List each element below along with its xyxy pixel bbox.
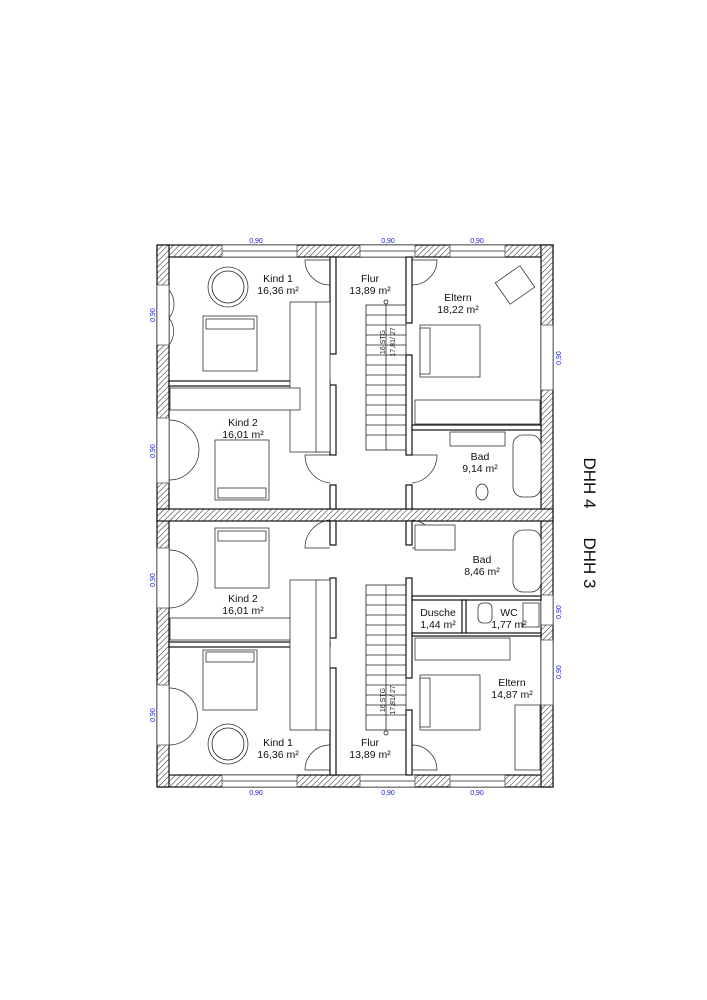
room-area: 16,01 m² bbox=[222, 605, 264, 617]
room-label-eltern-bottom: Eltern 14,87 m² bbox=[491, 677, 533, 701]
furniture-bottom bbox=[169, 524, 542, 771]
dim-label: 0,90 bbox=[470, 238, 484, 245]
doors bbox=[168, 259, 438, 771]
dim-label: 0,90 bbox=[556, 665, 563, 679]
room-name: Flur bbox=[361, 737, 380, 749]
stair-ratio: 17,81/ 27 bbox=[390, 685, 397, 714]
stair-ratio: 17,81/ 27 bbox=[390, 327, 397, 356]
room-area: 13,89 m² bbox=[349, 285, 391, 297]
house-label-top: DHH 4 bbox=[580, 457, 599, 508]
room-name: Dusche bbox=[420, 607, 456, 619]
dim-label: 0,90 bbox=[249, 790, 263, 797]
room-label-eltern-top: Eltern 18,22 m² bbox=[437, 292, 479, 316]
room-name: Bad bbox=[471, 451, 490, 463]
stairs-top bbox=[365, 299, 407, 451]
room-name: Kind 1 bbox=[263, 273, 293, 285]
room-name: Eltern bbox=[498, 677, 526, 689]
room-label-dusche: Dusche 1,44 m² bbox=[420, 607, 456, 631]
dim-label: 0,90 bbox=[150, 708, 157, 722]
dim-label: 0,90 bbox=[150, 444, 157, 458]
room-label-kind1-top: Kind 1 16,36 m² bbox=[257, 273, 299, 297]
room-area: 1,77 m² bbox=[491, 619, 527, 631]
stair-steps: 16 STG bbox=[380, 688, 387, 712]
stair-label-top: 16 STG 17,81/ 27 bbox=[380, 327, 397, 356]
window-dimensions: 0,90 0,90 0,90 0,90 0,90 0,90 0,90 0,90 … bbox=[150, 238, 563, 797]
room-name: Kind 2 bbox=[228, 417, 258, 429]
dim-label: 0,90 bbox=[150, 573, 157, 587]
room-name: Kind 1 bbox=[263, 737, 293, 749]
room-label-kind2-bottom: Kind 2 16,01 m² bbox=[222, 593, 264, 617]
room-label-wc: WC 1,77 m² bbox=[491, 607, 527, 631]
room-area: 18,22 m² bbox=[437, 304, 479, 316]
dim-label: 0,90 bbox=[470, 790, 484, 797]
stair-steps: 16 STG bbox=[380, 330, 387, 354]
stairs-bottom bbox=[365, 584, 407, 736]
room-name: WC bbox=[500, 607, 518, 619]
room-area: 1,44 m² bbox=[420, 619, 456, 631]
room-name: Kind 2 bbox=[228, 593, 258, 605]
room-area: 8,46 m² bbox=[464, 566, 500, 578]
room-label-bad-bottom: Bad 8,46 m² bbox=[464, 554, 500, 578]
dim-label: 0,90 bbox=[249, 238, 263, 245]
room-label-flur-bottom: Flur 13,89 m² bbox=[349, 737, 391, 761]
room-area: 14,87 m² bbox=[491, 689, 533, 701]
stair-label-bottom: 16 STG 17,81/ 27 bbox=[380, 685, 397, 714]
room-label-kind1-bottom: Kind 1 16,36 m² bbox=[257, 737, 299, 761]
room-area: 16,01 m² bbox=[222, 429, 264, 441]
room-label-flur-top: Flur 13,89 m² bbox=[349, 273, 391, 297]
room-name: Eltern bbox=[444, 292, 472, 304]
room-area: 16,36 m² bbox=[257, 749, 299, 761]
room-name: Flur bbox=[361, 273, 380, 285]
house-label-bottom: DHH 3 bbox=[580, 537, 599, 588]
room-area: 9,14 m² bbox=[462, 463, 498, 475]
dim-label: 0,90 bbox=[381, 790, 395, 797]
room-name: Bad bbox=[473, 554, 492, 566]
dim-label: 0,90 bbox=[381, 238, 395, 245]
room-label-kind2-top: Kind 2 16,01 m² bbox=[222, 417, 264, 441]
dim-label: 0,90 bbox=[150, 308, 157, 322]
room-area: 16,36 m² bbox=[257, 285, 299, 297]
furniture-top bbox=[169, 265, 542, 501]
room-area: 13,89 m² bbox=[349, 749, 391, 761]
windows bbox=[156, 244, 554, 788]
dim-label: 0,90 bbox=[556, 351, 563, 365]
room-label-bad-top: Bad 9,14 m² bbox=[462, 451, 498, 475]
dim-label: 0,90 bbox=[556, 605, 563, 619]
